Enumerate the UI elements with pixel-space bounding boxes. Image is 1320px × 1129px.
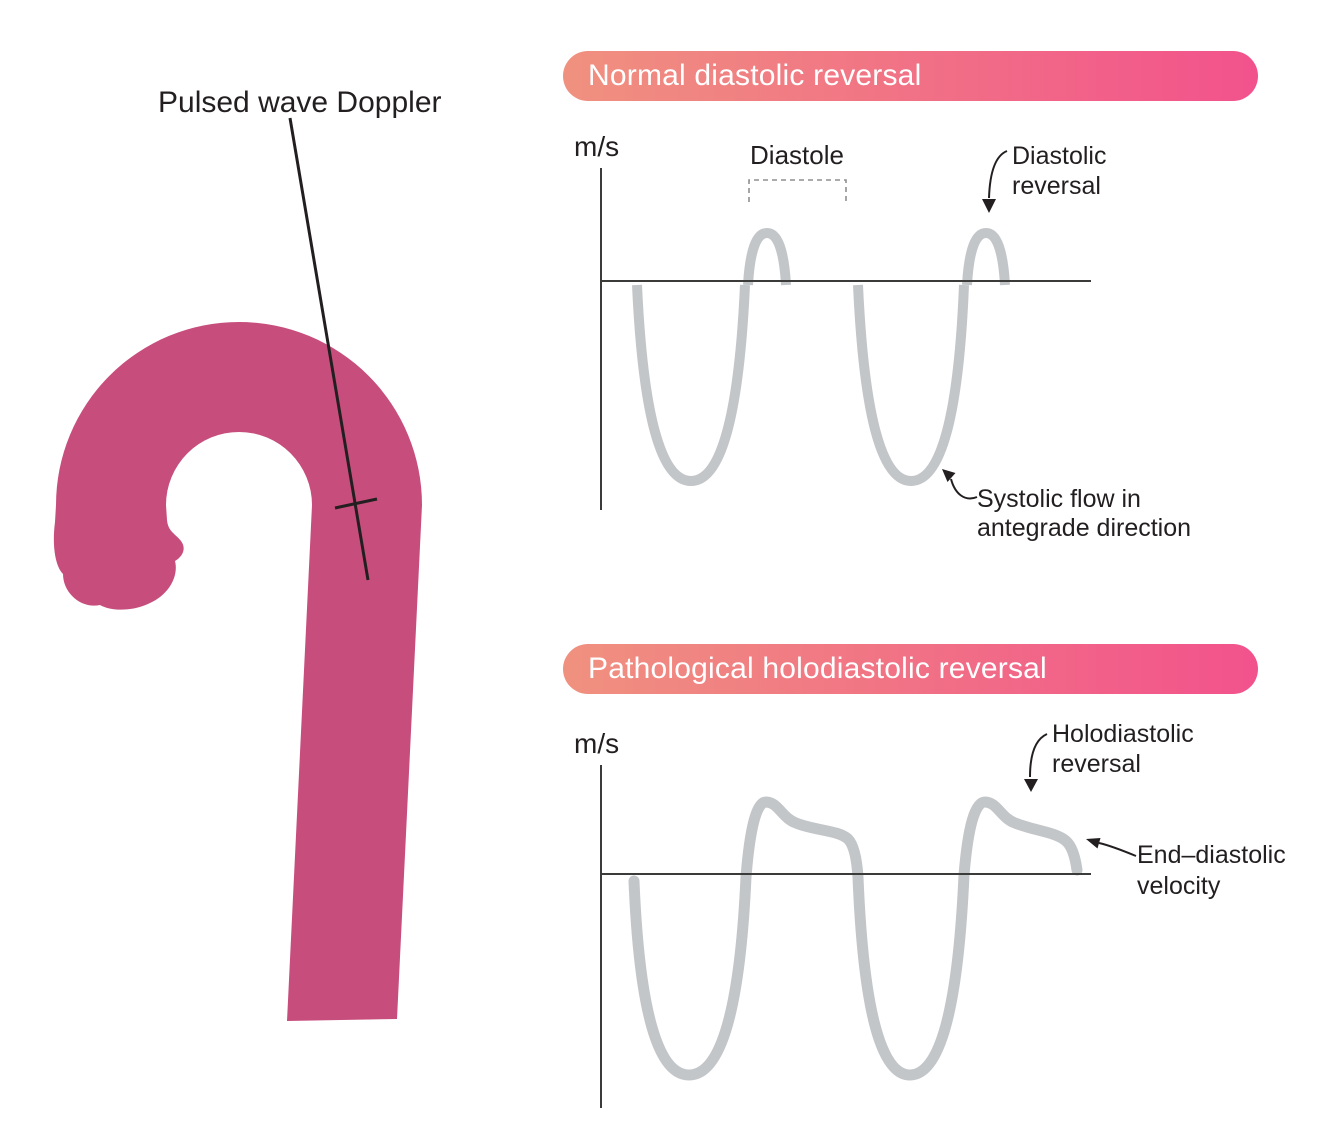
- diastolic-bump-1: [743, 227, 791, 286]
- panel2-title-banner: Pathological holodiastolic reversal: [563, 644, 1258, 694]
- panel2-title: Pathological holodiastolic reversal: [588, 652, 1047, 685]
- holodiastolic-reversal-chart: [600, 733, 1137, 1108]
- systolic-trough-2: [853, 284, 969, 487]
- aorta-shape: [53, 322, 423, 1021]
- diastole-label: Diastole: [750, 140, 844, 170]
- diastolic-reversal-label: Diastolic reversal: [1012, 142, 1107, 200]
- end-diastolic-velocity-arrow: [1086, 838, 1137, 857]
- diastolic-bump-2: [962, 227, 1010, 286]
- holodiastolic-reversal-arrow: [1024, 733, 1048, 792]
- normal-reversal-chart: [600, 150, 1091, 510]
- panel2-y-axis-label: m/s: [574, 728, 620, 759]
- holodiastolic-waveform: [628, 796, 1083, 1081]
- systolic-flow-label: Systolic flow in antegrade direction: [977, 485, 1192, 542]
- sample-gate-tick: [334, 497, 378, 510]
- diastolic-reversal-arrow: [982, 150, 1008, 213]
- panel1-title: Normal diastolic reversal: [588, 59, 922, 92]
- systolic-flow-arrow: [942, 469, 978, 500]
- end-diastolic-velocity-label: End–diastolic velocity: [1137, 841, 1286, 900]
- holodiastolic-reversal-label: Holodiastolic reversal: [1052, 720, 1194, 778]
- panel1-title-banner: Normal diastolic reversal: [563, 51, 1258, 101]
- pulsed-wave-doppler-label: Pulsed wave Doppler: [158, 86, 442, 119]
- systolic-trough-1: [632, 284, 750, 487]
- panel1-y-axis-label: m/s: [574, 131, 620, 162]
- diastole-bracket: [748, 179, 847, 202]
